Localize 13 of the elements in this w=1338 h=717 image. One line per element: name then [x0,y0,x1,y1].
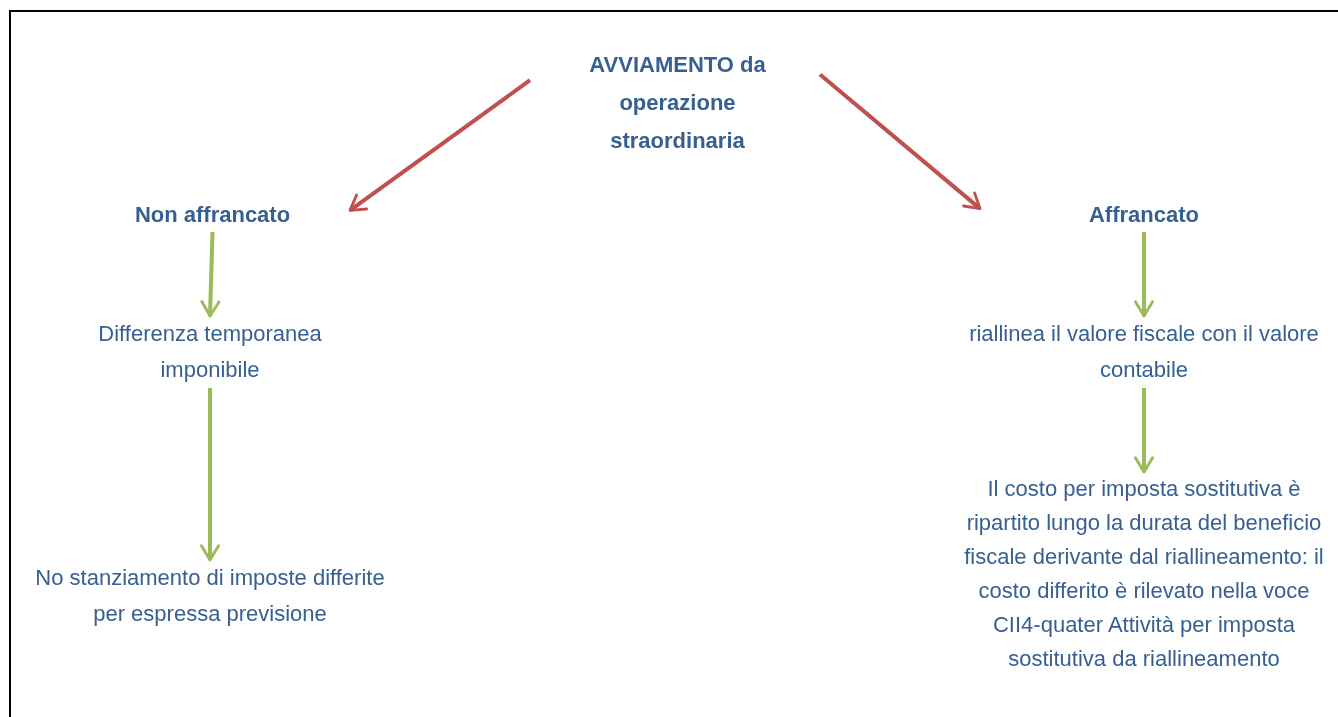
arrow [1134,388,1154,474]
heading-text: Affrancato [1088,201,1200,229]
heading-text: AVVIAMENTO da operazione straordinaria [588,51,767,155]
node-text: No stanziamento di imposte differite per espressa previsione [34,564,386,628]
arrow [200,388,220,562]
heading-text: Non affrancato [133,201,292,229]
node-text: Differenza temporanea imponibile [97,320,323,384]
node-text: Il costo per imposta sostitutiva è ripartito lungo la durata del beneficio fiscale derivante dal riallineamento: il costo differito è rilevato nella voce CII4-quater Attività per imposta sostitutiva da riallineamento [963,475,1325,673]
arrow [348,78,532,212]
node-text: riallinea il valore fiscale con il valore contabile [968,320,1320,384]
arrow [818,72,982,211]
arrow [200,231,221,318]
arrow [1134,232,1154,318]
